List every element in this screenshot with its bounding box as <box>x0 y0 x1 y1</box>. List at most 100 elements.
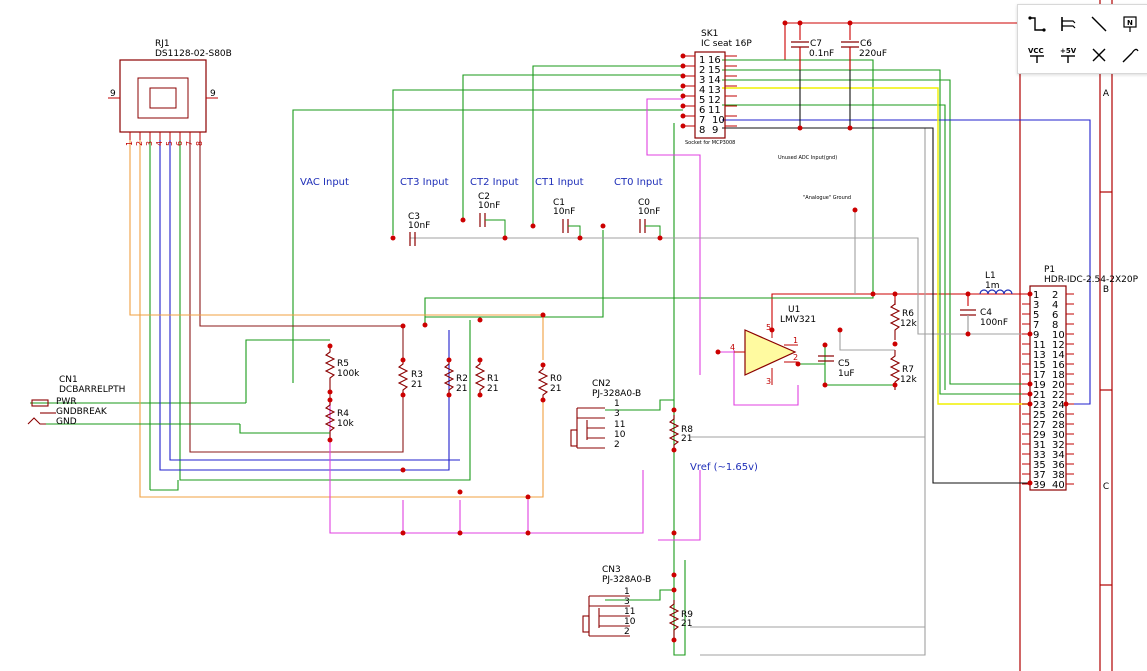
wires-green[interactable] <box>30 59 1030 656</box>
svg-text:1: 1 <box>793 336 798 345</box>
l1-inductor[interactable] <box>979 289 1013 295</box>
r9-ref: R9 <box>681 610 693 620</box>
p1-pin-label-odd: 13 <box>1033 350 1046 361</box>
r4-ref: R4 <box>337 409 349 419</box>
cn1-pin-gnd: GND <box>56 417 77 427</box>
wires-gray[interactable] <box>410 127 1030 656</box>
p1-pin-label-even: 26 <box>1052 410 1065 421</box>
sheet-border <box>1019 0 1113 671</box>
no-connect-tool-button[interactable] <box>1086 42 1112 68</box>
svg-text:7: 7 <box>185 141 194 146</box>
line-tool-button[interactable] <box>1086 11 1112 37</box>
cn1-dc-barrel[interactable] <box>27 399 330 434</box>
p1-pin-label-even: 4 <box>1052 300 1058 311</box>
r3-ref: R3 <box>411 370 423 380</box>
wires-darkred[interactable] <box>189 140 404 453</box>
vcc-tool-button[interactable]: VCC <box>1024 42 1050 68</box>
r7-resistor <box>889 350 901 390</box>
cn2-pin-labels: 1 3 11 10 2 <box>614 399 626 450</box>
c7-capacitor[interactable] <box>791 41 809 70</box>
svg-text:+5V: +5V <box>1060 47 1077 55</box>
p1-value: HDR-IDC-2.54-2X20P <box>1044 275 1139 285</box>
c7-value: 0.1nF <box>809 49 834 59</box>
wires-orange[interactable] <box>129 140 544 498</box>
c6-capacitor[interactable] <box>841 41 859 70</box>
c3-capacitor[interactable] <box>409 232 416 246</box>
cn1-pin-gndbreak: GNDBREAK <box>56 407 108 417</box>
svg-text:8: 8 <box>195 141 204 146</box>
no-connect-tool-icon <box>1092 48 1106 62</box>
c5-capacitor[interactable] <box>818 355 834 362</box>
c0-value: 10nF <box>638 207 660 217</box>
r9-resistor <box>668 600 680 640</box>
probe-tool-button[interactable] <box>1117 42 1143 68</box>
svg-text:16: 16 <box>708 55 721 66</box>
svg-text:3: 3 <box>145 141 154 146</box>
net-label-tool-button[interactable]: N <box>1117 11 1143 37</box>
p1-pin-label-even: 40 <box>1052 480 1065 491</box>
r0-value: 21 <box>550 384 561 394</box>
wires-yellow[interactable] <box>722 87 1030 405</box>
svg-text:11: 11 <box>708 105 721 116</box>
svg-text:2: 2 <box>699 65 705 76</box>
c2-capacitor[interactable] <box>479 213 506 238</box>
p1-pin-label-odd: 7 <box>1033 320 1039 331</box>
c0-capacitor[interactable] <box>639 219 661 238</box>
c0-ref: C0 <box>638 198 650 208</box>
wire-tool-button[interactable] <box>1024 11 1050 37</box>
plus5v-tool-button[interactable]: +5V <box>1055 42 1081 68</box>
svg-text:1: 1 <box>614 399 620 409</box>
p1-pin-label-even: 2 <box>1052 290 1058 301</box>
c1-value: 10nF <box>553 207 575 217</box>
r4-resistor <box>324 400 336 440</box>
p1-pin-label-odd: 37 <box>1033 470 1046 481</box>
wires-black[interactable] <box>722 70 1030 484</box>
section-ct1-input: CT1 Input <box>535 177 584 188</box>
svg-text:4: 4 <box>699 85 705 96</box>
svg-text:3: 3 <box>766 377 771 386</box>
cn1-ref: CN1 <box>59 375 78 385</box>
wires-power[interactable] <box>722 22 1030 330</box>
sk1-pin-labels: 1 2 3 4 5 6 7 8 16 15 14 13 12 11 10 9 <box>699 55 725 136</box>
c6-ref: C6 <box>860 39 872 49</box>
plus5v-tool-icon: +5V <box>1060 47 1077 63</box>
c3-ref: C3 <box>408 212 420 222</box>
r9-value: 21 <box>681 619 692 629</box>
svg-text:2: 2 <box>135 141 144 146</box>
p1-pin-label-odd: 31 <box>1033 440 1046 451</box>
bus-tool-icon <box>1061 17 1076 31</box>
wires-magenta[interactable] <box>329 98 799 541</box>
svg-text:9: 9 <box>712 125 718 136</box>
resistor-symbols[interactable] <box>324 300 901 640</box>
r0-resistor <box>537 365 549 400</box>
svg-text:1: 1 <box>624 587 630 597</box>
u1-opamp[interactable] <box>718 322 798 385</box>
sk1-socket[interactable] <box>683 51 737 139</box>
p1-pin-label-even: 18 <box>1052 370 1065 381</box>
sk1-ref: SK1 <box>701 29 718 39</box>
sk1-note: Socket for MCP3008 <box>685 140 735 146</box>
cn2-audio-jack[interactable] <box>570 407 605 449</box>
p1-pin-label-even: 16 <box>1052 360 1065 371</box>
cn3-audio-jack[interactable] <box>582 595 630 637</box>
wires-blue[interactable] <box>159 119 1091 471</box>
bus-tool-button[interactable] <box>1055 11 1081 37</box>
p1-pin-label-even: 10 <box>1052 330 1065 341</box>
c4-capacitor[interactable] <box>960 309 976 334</box>
r6-resistor <box>889 300 901 340</box>
rj1-connector[interactable] <box>108 59 218 140</box>
r6-ref: R6 <box>902 309 914 319</box>
p1-pin-label-even: 14 <box>1052 350 1065 361</box>
p1-pin-label-odd: 21 <box>1033 390 1046 401</box>
cn3-ref: CN3 <box>602 565 621 575</box>
p1-header[interactable] <box>1022 285 1074 491</box>
rj1-ref: RJ1 <box>155 39 170 49</box>
svg-text:13: 13 <box>708 85 721 96</box>
c1-capacitor[interactable] <box>562 219 581 238</box>
r5-value: 100k <box>337 369 360 379</box>
r6-value: 12k <box>900 319 917 329</box>
cn3-value: PJ-328A0-B <box>602 575 651 585</box>
border-row-label-a: A <box>1103 89 1110 99</box>
